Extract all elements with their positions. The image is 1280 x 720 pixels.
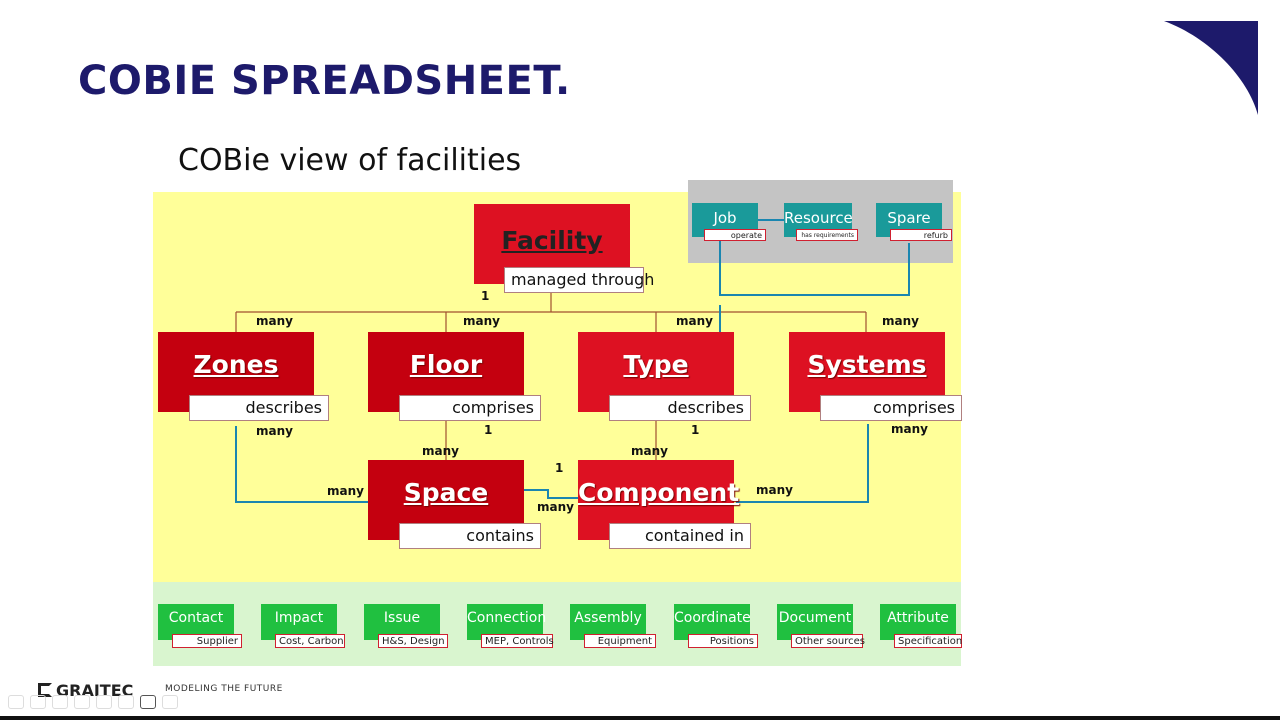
systems-label: Systems: [807, 350, 927, 379]
type-relation: describes: [609, 395, 751, 421]
coordinate-sub: Positions: [688, 634, 758, 648]
facility-relation: managed through: [504, 267, 654, 293]
slide-title: COBIE SPREADSHEET.: [78, 58, 571, 104]
job-sub: operate: [704, 229, 766, 241]
component-link-card-top: 1: [555, 461, 564, 475]
subtitles-icon[interactable]: [118, 695, 134, 709]
type-label: Type: [623, 350, 689, 379]
slides-grid-icon[interactable]: [74, 695, 90, 709]
corner-decoration: [1164, 21, 1258, 115]
next-slide-icon[interactable]: [30, 695, 46, 709]
zones-card-bottom: many: [256, 424, 293, 438]
zoom-icon[interactable]: [96, 695, 112, 709]
document-sub: Other sources: [791, 634, 865, 648]
camera-icon[interactable]: [140, 695, 156, 709]
diagram-title: COBie view of facilities: [178, 143, 522, 178]
attribute-sub: Specification: [894, 634, 962, 648]
component-label: Component: [578, 478, 740, 507]
coordinate-box[interactable]: Coordinate: [674, 604, 751, 640]
component-link-card-bottom: many: [537, 500, 574, 514]
pen-icon[interactable]: [52, 695, 68, 709]
space-relation: contains: [399, 523, 541, 549]
facility-cardinality: 1: [481, 289, 490, 303]
component-card-right: many: [756, 483, 793, 497]
systems-card-bottom: many: [891, 422, 928, 436]
issue-sub: H&S, Design: [378, 634, 448, 648]
presentation-controls: [8, 694, 184, 713]
space-label: Space: [403, 478, 489, 507]
systems-card-top: many: [882, 314, 919, 328]
resource-sub: has requirements: [796, 229, 858, 241]
component-relation: contained in: [609, 523, 751, 549]
zones-relation: describes: [189, 395, 329, 421]
facility-label: Facility: [501, 226, 603, 255]
type-card-bottom: 1: [691, 423, 700, 437]
floor-label: Floor: [409, 350, 483, 379]
floor-card-top: many: [463, 314, 500, 328]
type-card-top: many: [676, 314, 713, 328]
floor-relation: comprises: [399, 395, 541, 421]
space-card-left: many: [327, 484, 364, 498]
component-card-top: many: [631, 444, 668, 458]
tagline: MODELING THE FUTURE: [165, 684, 283, 694]
spare-sub: refurb: [890, 229, 952, 241]
systems-relation: comprises: [820, 395, 962, 421]
zones-label: Zones: [193, 350, 279, 379]
bottom-bar: [0, 716, 1280, 720]
previous-slide-icon[interactable]: [8, 695, 24, 709]
impact-sub: Cost, Carbon: [275, 634, 345, 648]
contact-sub: Supplier: [172, 634, 242, 648]
zones-card-top: many: [256, 314, 293, 328]
floor-card-bottom: 1: [484, 423, 493, 437]
space-card-top: many: [422, 444, 459, 458]
connection-sub: MEP, Controls: [481, 634, 554, 648]
more-options-icon[interactable]: [162, 695, 178, 709]
assembly-sub: Equipment: [584, 634, 656, 648]
